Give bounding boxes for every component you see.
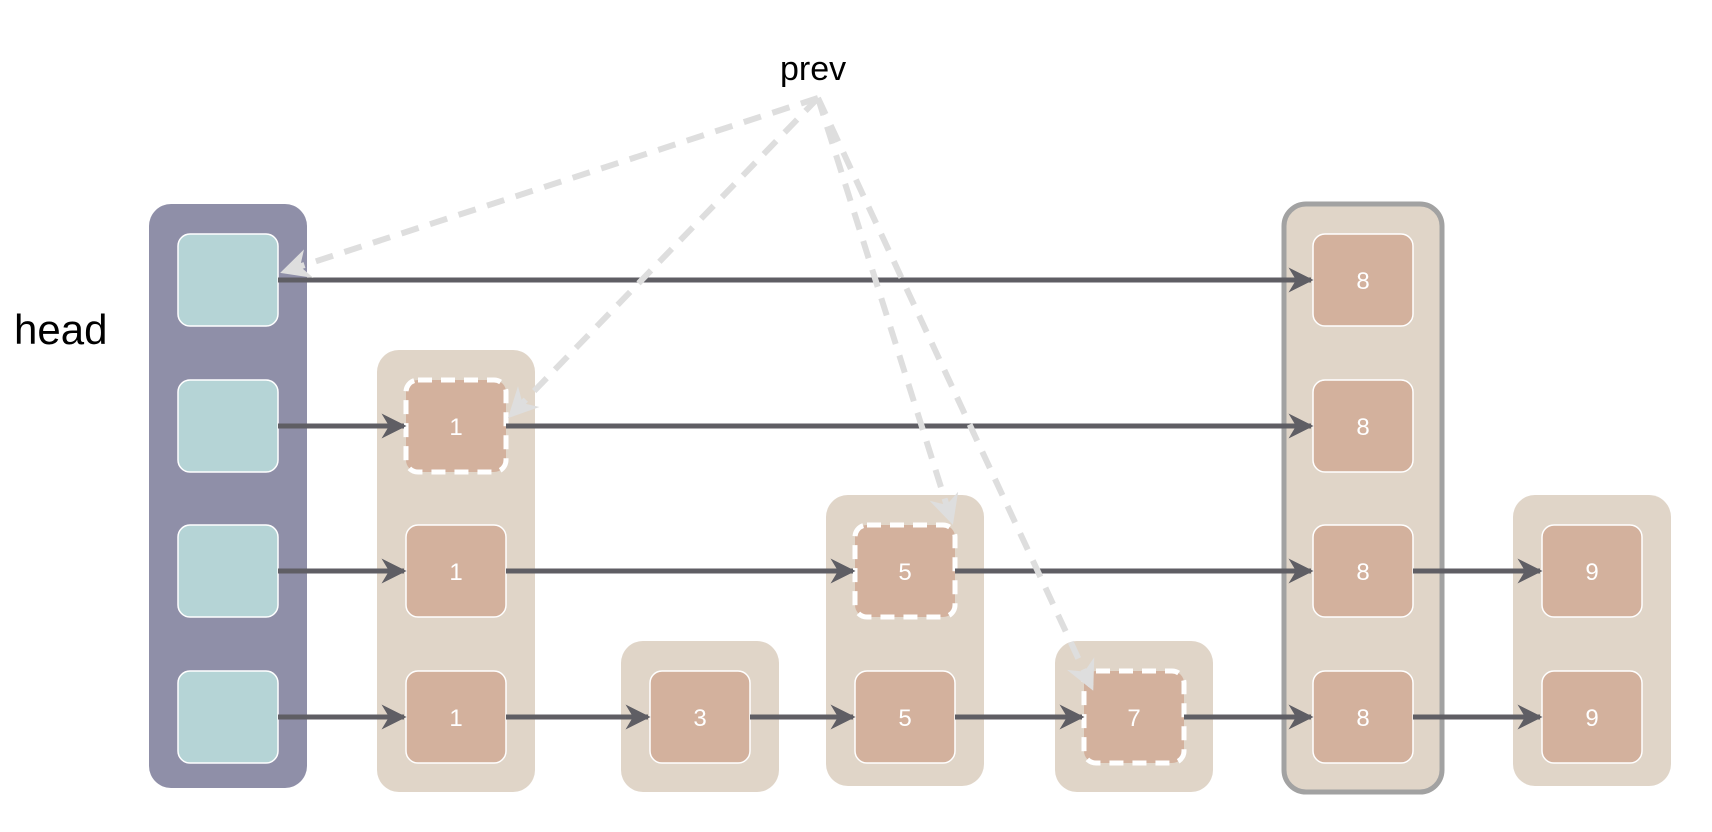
node-value-9-level-1: 9 [1585,559,1598,586]
node-value-8-level-3: 8 [1356,268,1369,295]
node-value-1-level-0: 1 [449,705,462,732]
column-8 [1281,201,1445,795]
prev-pointer-to-7 [815,96,1095,691]
head-node-level-0 [177,670,279,764]
node-value-1-level-1: 1 [449,559,462,586]
node-value-1-level-2: 1 [449,414,462,441]
prev-pointer-to-head [280,95,819,278]
head-node-level-3 [177,233,279,327]
prev-label: prev [780,50,846,88]
node-value-5-level-1: 5 [898,559,911,586]
node-value-8-level-2: 8 [1356,414,1369,441]
columns-layer: 1 1 1 3 5 5 7 8 8 8 8 9 9 [149,201,1671,795]
node-value-7-level-0: 7 [1127,705,1140,732]
prev-pointers-layer [280,95,1095,691]
links-layer [278,267,1543,730]
head-node-level-1 [177,524,279,618]
node-value-5-level-0: 5 [898,705,911,732]
node-value-8-level-1: 8 [1356,559,1369,586]
head-column [149,204,307,788]
node-value-9-level-0: 9 [1585,705,1598,732]
node-value-3-level-0: 3 [693,705,706,732]
prev-pointer-to-5 [815,97,959,525]
head-label: head [14,306,107,353]
node-value-8-level-0: 8 [1356,705,1369,732]
head-node-level-2 [177,379,279,473]
prev-pointer-to-1 [507,95,821,419]
